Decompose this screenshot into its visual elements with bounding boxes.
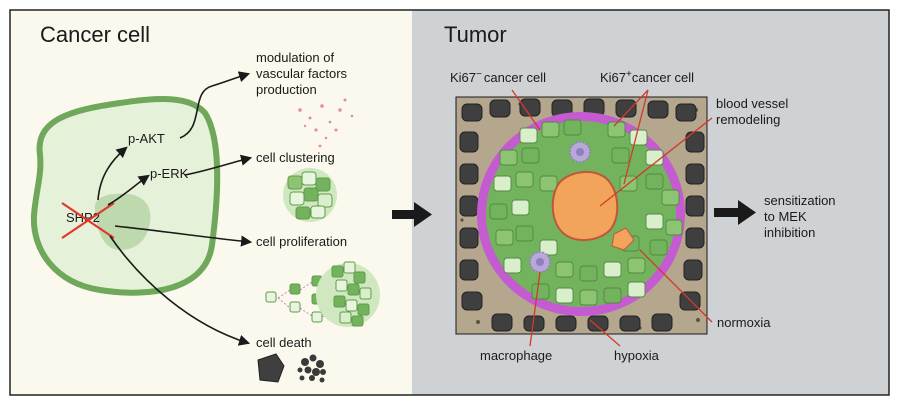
- death-label: cell death: [256, 335, 312, 350]
- ki67-negative-text: Ki67: [450, 70, 476, 85]
- shp2-crossout: [61, 202, 115, 239]
- hypoxia-label: hypoxia: [614, 348, 660, 363]
- arrow-shp2-to-perk: [107, 174, 150, 206]
- vascular-label-line2: vascular factors: [256, 66, 348, 81]
- vascular-label-line3: production: [256, 82, 317, 97]
- arrow-pakt-to-vascular: [179, 71, 251, 139]
- arrow-shp2-to-pakt: [97, 146, 128, 201]
- small-vessel: [611, 227, 635, 251]
- ki67-negative-rest: cancer cell: [484, 70, 546, 85]
- dead-cell-icon: [257, 353, 285, 383]
- arrow-shp2-to-proliferation: [114, 225, 253, 247]
- p-erk-label: p-ERK: [150, 166, 189, 181]
- outer-frame: [9, 9, 890, 396]
- vascular-factor-dots: [298, 98, 354, 148]
- apoptotic-debris-icon: [297, 354, 326, 383]
- vascular-label-line1: modulation of: [256, 50, 334, 65]
- transition-arrow: [392, 202, 432, 227]
- result-line1: sensitization: [764, 193, 836, 208]
- cell-proliferation-icon: [265, 261, 380, 327]
- normoxia-label: normoxia: [717, 315, 771, 330]
- left-panel-title: Cancer cell: [40, 22, 150, 47]
- macrophage-left: [529, 251, 551, 273]
- pointer-lines: [511, 89, 713, 347]
- cell-cluster-icon: [283, 168, 337, 222]
- vessel-label-line2: remodeling: [716, 112, 780, 127]
- macrophage-label: macrophage: [480, 348, 552, 363]
- result-arrow: [714, 200, 756, 225]
- ki67-positive-rest: cancer cell: [632, 70, 694, 85]
- macrophage-top: [569, 141, 591, 163]
- vessel-label-line1: blood vessel: [716, 96, 788, 111]
- proliferation-label: cell proliferation: [256, 234, 347, 249]
- result-line3: inhibition: [764, 225, 815, 240]
- ki67-negative-label: Ki67−cancer cell: [450, 69, 546, 85]
- clustering-label: cell clustering: [256, 150, 335, 165]
- ki67-positive-text: Ki67: [600, 70, 626, 85]
- blood-vessel: [551, 171, 619, 241]
- p-akt-label: p-AKT: [128, 131, 165, 146]
- arrow-shp2-to-death: [109, 235, 251, 346]
- ki67-negative-superscript: −: [476, 69, 482, 80]
- result-line2: to MEK: [764, 209, 807, 224]
- right-panel-title: Tumor: [444, 22, 507, 47]
- ki67-positive-label: Ki67+cancer cell: [600, 69, 694, 85]
- arrow-perk-to-clustering: [184, 154, 253, 176]
- ki67-positive-superscript: +: [626, 69, 632, 80]
